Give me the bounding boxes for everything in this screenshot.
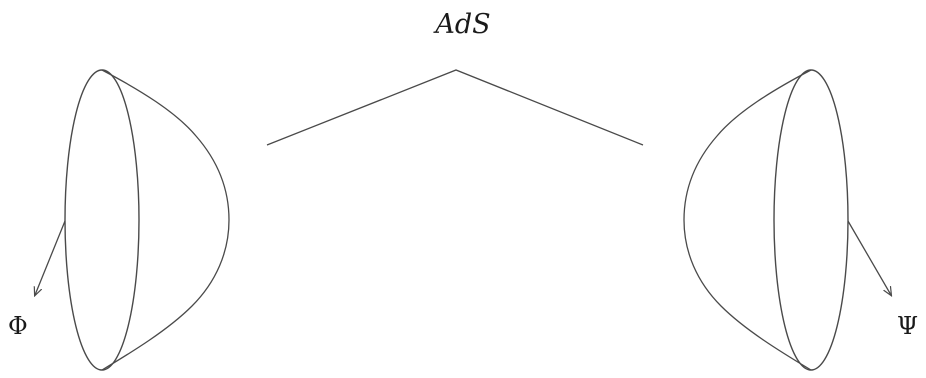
right-arrow: [847, 220, 891, 295]
left-cap-rim: [64, 69, 140, 371]
left-field-label: Φ: [8, 312, 28, 340]
diagram-title: AdS: [435, 9, 491, 40]
right-field-label: Ψ: [897, 312, 919, 340]
ads-roof-line: [266, 69, 644, 146]
right-cap-dome: [683, 69, 812, 371]
right-cap-rim: [773, 69, 849, 371]
left-arrow: [35, 220, 66, 295]
left-cap-dome: [101, 69, 230, 371]
left-cap: [35, 69, 230, 371]
right-cap: [683, 69, 891, 371]
